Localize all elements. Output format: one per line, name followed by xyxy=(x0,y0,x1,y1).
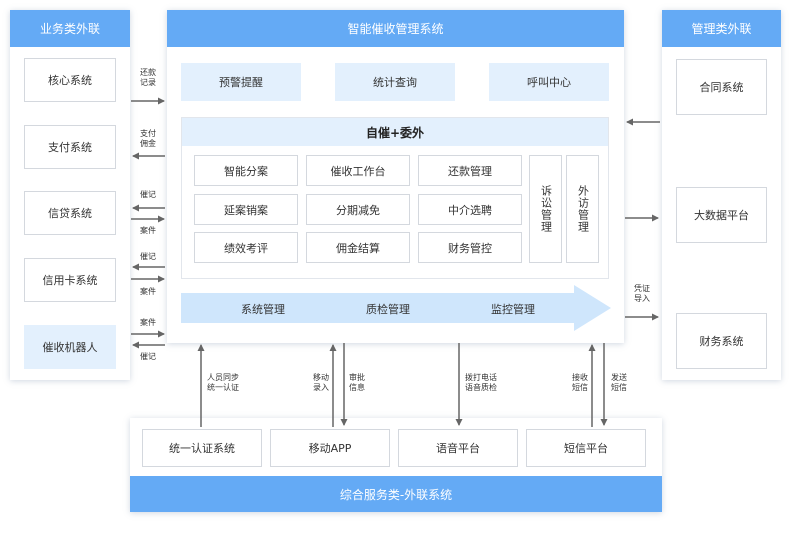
label-send-sms: 发送 短信 xyxy=(611,373,627,392)
label-repayment-record: 还款 记录 xyxy=(140,68,156,87)
label-user-sync: 人员同步 统一认证 xyxy=(207,373,239,392)
label-receive-sms: 接收 短信 xyxy=(572,373,588,392)
grid-performance[interactable]: 绩效考评 xyxy=(194,232,298,263)
left-item-payment[interactable]: 支付系统 xyxy=(24,125,116,169)
label-call-qc: 拨打电话 语音质检 xyxy=(465,373,497,392)
right-panel: 管理类外联 合同系统 大数据平台 财务系统 xyxy=(662,10,781,380)
bottom-panel: 统一认证系统 移动APP 语音平台 短信平台 综合服务类-外联系统 xyxy=(130,418,662,512)
right-item-bigdata[interactable]: 大数据平台 xyxy=(676,187,767,243)
bar-system-mgmt[interactable]: 系统管理 xyxy=(241,303,285,316)
grid-finance-control[interactable]: 财务管控 xyxy=(418,232,522,263)
vertical-litigation[interactable]: 诉讼管理 xyxy=(529,155,562,263)
left-item-creditcard[interactable]: 信用卡系统 xyxy=(24,258,116,302)
right-item-contract[interactable]: 合同系统 xyxy=(676,59,767,115)
left-panel: 业务类外联 核心系统 支付系统 信贷系统 信用卡系统 催收机器人 xyxy=(10,10,130,380)
bottom-item-auth[interactable]: 统一认证系统 xyxy=(142,429,262,467)
grid-agency-select[interactable]: 中介选聘 xyxy=(418,194,522,225)
grid-commission[interactable]: 佣金结算 xyxy=(306,232,410,263)
left-panel-title: 业务类外联 xyxy=(10,10,130,47)
label-credit-case: 案件 xyxy=(140,226,156,235)
label-voucher-import: 凭证 导入 xyxy=(634,284,650,303)
left-item-robot[interactable]: 催收机器人 xyxy=(24,325,116,369)
bottom-item-mobile[interactable]: 移动APP xyxy=(270,429,390,467)
grid-repayment[interactable]: 还款管理 xyxy=(418,155,522,186)
top-item-callcenter[interactable]: 呼叫中心 xyxy=(489,63,609,101)
label-mobile-entry: 移动 录入 xyxy=(313,373,329,392)
bottom-panel-title: 综合服务类-外联系统 xyxy=(130,476,662,512)
label-credit-record: 催记 xyxy=(140,190,156,199)
top-item-warning[interactable]: 预警提醒 xyxy=(181,63,301,101)
vertical-visit[interactable]: 外访管理 xyxy=(566,155,599,263)
label-robot-record: 催记 xyxy=(140,352,156,361)
bar-monitor-mgmt[interactable]: 监控管理 xyxy=(491,303,535,316)
label-pay-commission: 支付 佣金 xyxy=(140,129,156,148)
management-arrow-bar xyxy=(181,285,611,331)
center-panel: 智能催收管理系统 预警提醒 统计查询 呼叫中心 自催+委外 智能分案 催收工作台… xyxy=(167,10,624,343)
top-item-stats[interactable]: 统计查询 xyxy=(335,63,455,101)
grid-smart-assign[interactable]: 智能分案 xyxy=(194,155,298,186)
grid-extend-cancel[interactable]: 延案销案 xyxy=(194,194,298,225)
label-card-record: 催记 xyxy=(140,252,156,261)
left-item-credit[interactable]: 信贷系统 xyxy=(24,191,116,235)
label-card-case: 案件 xyxy=(140,287,156,296)
bottom-item-voice[interactable]: 语音平台 xyxy=(398,429,518,467)
right-panel-title: 管理类外联 xyxy=(662,10,781,47)
grid-installment[interactable]: 分期减免 xyxy=(306,194,410,225)
section-title: 自催+委外 xyxy=(182,118,608,146)
label-robot-case: 案件 xyxy=(140,318,156,327)
right-item-finance[interactable]: 财务系统 xyxy=(676,313,767,369)
left-item-core[interactable]: 核心系统 xyxy=(24,58,116,102)
center-panel-title: 智能催收管理系统 xyxy=(167,10,624,47)
grid-workbench[interactable]: 催收工作台 xyxy=(306,155,410,186)
bottom-item-sms[interactable]: 短信平台 xyxy=(526,429,646,467)
label-approval-info: 审批 信息 xyxy=(349,373,365,392)
bar-quality-mgmt[interactable]: 质检管理 xyxy=(366,303,410,316)
